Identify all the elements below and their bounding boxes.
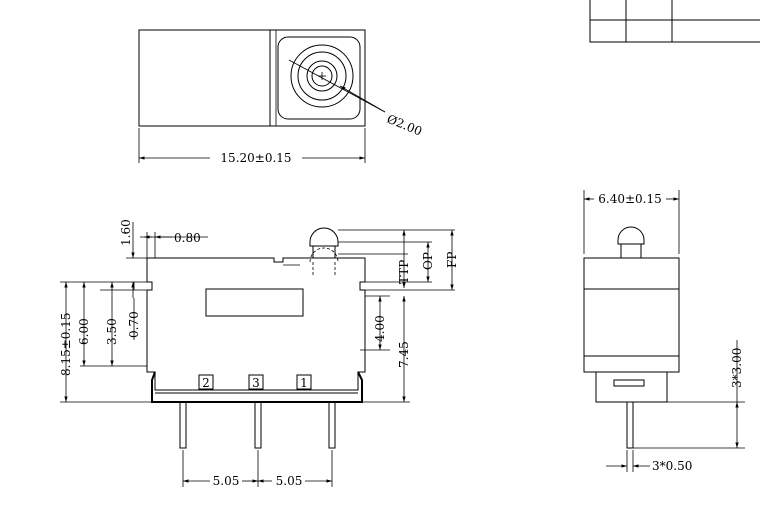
front-slot: [205, 288, 304, 317]
top-view-body: [138, 29, 366, 127]
side-view: 6.40±0.15 3*3.00 3*0.50: [583, 190, 745, 473]
height-745-label: 7.45: [397, 341, 411, 368]
body-length-label: 15.20±0.15: [220, 151, 291, 165]
body-height-label: 8.15±0.15: [59, 313, 73, 377]
pin-left: [179, 401, 187, 449]
ttp-label: TTP: [397, 260, 411, 284]
pin-thickness-label: 3*0.50: [652, 459, 692, 473]
side-body: [583, 257, 680, 373]
top-view: Ø2.00 15.20±0.15: [138, 29, 424, 165]
pin-pitch-right-label: 5.05: [276, 474, 303, 488]
front-view: 2 3 1 0.80 1.60 8.15±0.15 6.00 3.50 0.70: [59, 219, 459, 488]
lever-height-label: 1.60: [119, 219, 133, 246]
terminal-label-1: 1: [300, 376, 308, 390]
button-housing: [277, 36, 361, 120]
side-base: [595, 371, 668, 403]
title-block-table: [589, 0, 760, 43]
terminal-label-2: 2: [202, 376, 210, 390]
pin-pitch-left-label: 5.05: [213, 474, 240, 488]
button-diameter-label: Ø2.00: [385, 112, 424, 139]
fp-label: FP: [445, 252, 459, 268]
lever-offset-label: 0.80: [174, 231, 201, 245]
side-pin: [626, 401, 634, 449]
height-400-label: 4.00: [373, 315, 387, 342]
plunger-button: [309, 227, 339, 247]
height-6-label: 6.00: [77, 318, 91, 345]
pin-center: [254, 401, 262, 449]
diameter-leader: [288, 59, 386, 113]
terminal-label-3: 3: [252, 376, 260, 390]
body-width-label: 6.40±0.15: [598, 192, 662, 206]
pin-right: [328, 401, 336, 449]
op-label: OP: [421, 252, 435, 270]
height-350-label: 3.50: [105, 318, 119, 345]
front-body-outline: [146, 257, 366, 391]
